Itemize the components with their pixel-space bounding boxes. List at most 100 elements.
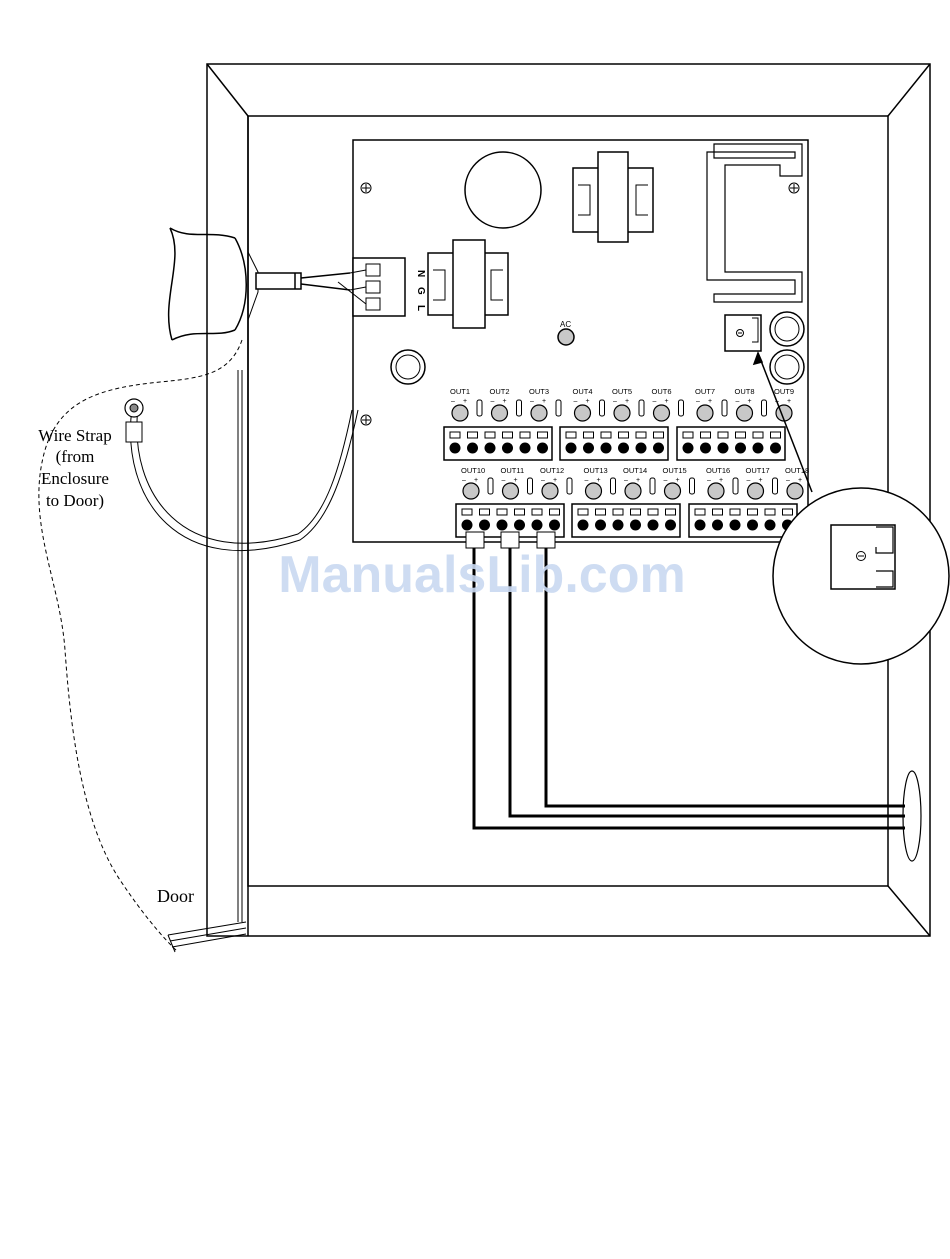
polarity-minus-label: – (502, 477, 506, 484)
polarity-plus-label: + (636, 477, 640, 484)
ptc-fuse (690, 478, 695, 494)
polarity-minus-label: – (707, 477, 711, 484)
terminal-slot (515, 509, 525, 515)
ptc-fuse (733, 478, 738, 494)
polarity-minus-label: – (462, 477, 466, 484)
terminal-screw (578, 520, 589, 531)
output-row-2: OUT10–+OUT11–+OUT12–+OUT13–+OUT14–+OUT15… (456, 466, 809, 537)
output-label: OUT15 (663, 466, 687, 475)
ptc-fuse (556, 400, 561, 416)
ptc-fuse (679, 400, 684, 416)
terminal-screw (514, 520, 525, 531)
terminal-slot (613, 509, 623, 515)
output-label: OUT11 (501, 466, 525, 475)
terminal-slot (718, 432, 728, 438)
terminal-slot (538, 432, 548, 438)
output-led (748, 483, 764, 499)
polarity-minus-label: – (786, 477, 790, 484)
output-label: OUT2 (490, 387, 510, 396)
terminal-slot (771, 432, 781, 438)
terminal-slot (578, 509, 588, 515)
terminal-screw (601, 443, 612, 454)
terminal-screw (665, 520, 676, 531)
terminal-slot (683, 432, 693, 438)
terminal-screw (700, 443, 711, 454)
ptc-fuse (528, 478, 533, 494)
polarity-plus-label: + (625, 398, 629, 405)
output-led (492, 405, 508, 421)
polarity-minus-label: – (624, 477, 628, 484)
terminal-slot (748, 509, 758, 515)
terminal-slot (566, 432, 576, 438)
terminal-screw (537, 443, 548, 454)
detail-circle (773, 488, 949, 664)
terminal-slot (701, 432, 711, 438)
output-led (697, 405, 713, 421)
output-label: OUT12 (540, 466, 564, 475)
terminal-screw (485, 443, 496, 454)
terminal-screw (595, 520, 606, 531)
polarity-plus-label: + (503, 398, 507, 405)
terminal-screw (695, 520, 706, 531)
output-led (452, 405, 468, 421)
ptc-fuse (611, 478, 616, 494)
terminal-screw (583, 443, 594, 454)
terminal-screw (730, 520, 741, 531)
output-led (614, 405, 630, 421)
terminal-slot (713, 509, 723, 515)
terminal-screw (735, 443, 746, 454)
polarity-minus-label: – (541, 477, 545, 484)
polarity-minus-label: – (491, 398, 495, 405)
knockout-hole (903, 771, 921, 861)
terminal-screw (683, 443, 694, 454)
capacitor (465, 152, 541, 228)
ptc-fuse (639, 400, 644, 416)
terminal-screw (532, 520, 543, 531)
terminal-screw (648, 520, 659, 531)
terminal-screw (520, 443, 531, 454)
terminal-screw (467, 443, 478, 454)
polarity-minus-label: – (585, 477, 589, 484)
output-label: OUT10 (461, 466, 485, 475)
output-led (575, 405, 591, 421)
polarity-plus-label: + (463, 398, 467, 405)
terminal-screw (718, 443, 729, 454)
ptc-fuse (773, 478, 778, 494)
polarity-minus-label: – (696, 398, 700, 405)
output-label: OUT13 (584, 466, 608, 475)
terminal-slot (480, 509, 490, 515)
wire-strap-label: Wire Strap (from Enclosure to Door) (38, 426, 111, 510)
polarity-plus-label: + (676, 477, 680, 484)
terminal-screw (613, 520, 624, 531)
ac-led (558, 329, 574, 345)
polarity-plus-label: + (586, 398, 590, 405)
terminal-slot (462, 509, 472, 515)
terminal-screw (462, 520, 473, 531)
ptc-fuse (650, 478, 655, 494)
terminal-screw (636, 443, 647, 454)
output-led (708, 483, 724, 499)
connector-label-g: G (415, 287, 426, 295)
output-led (625, 483, 641, 499)
output-led (787, 483, 803, 499)
output-led (586, 483, 602, 499)
output-led (737, 405, 753, 421)
terminal-slot (468, 432, 478, 438)
wire-strap-label-line-1: Wire Strap (38, 426, 111, 445)
output-label: OUT3 (529, 387, 549, 396)
terminal-slot (497, 509, 507, 515)
polarity-minus-label: – (530, 398, 534, 405)
output-label: OUT7 (695, 387, 715, 396)
terminal-screw (770, 443, 781, 454)
transformer-left (428, 240, 508, 328)
output-led (654, 405, 670, 421)
terminal-screw (712, 520, 723, 531)
polarity-plus-label: + (759, 477, 763, 484)
terminal-slot (695, 509, 705, 515)
connector-label-l: L (415, 305, 426, 311)
terminal-slot (654, 432, 664, 438)
polarity-minus-label: – (574, 398, 578, 405)
terminal-screw (549, 520, 560, 531)
terminal-screw (502, 443, 513, 454)
terminal-screw (479, 520, 490, 531)
